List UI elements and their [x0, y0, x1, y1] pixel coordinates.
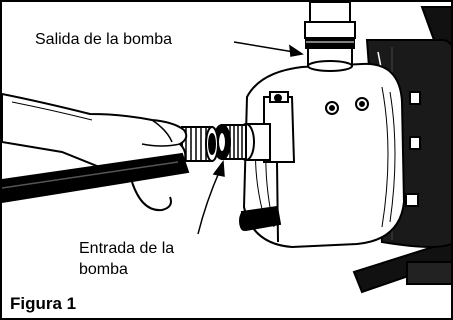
outlet-arrowhead — [289, 44, 304, 57]
inlet-leader-line — [197, 169, 221, 235]
hand — [2, 92, 188, 212]
pump-inlet-fitting — [213, 123, 271, 161]
inlet-arrowhead — [212, 159, 225, 177]
figure-caption: Figura 1 — [10, 294, 77, 313]
pump-outlet-pipe — [304, 2, 356, 72]
outlet-label: Salida de la bomba — [32, 30, 175, 50]
hose-coupling-nut — [181, 126, 219, 162]
suction-hose — [2, 152, 190, 204]
pump-body — [242, 62, 421, 249]
drain-plug — [239, 205, 282, 232]
leader-arrows — [197, 41, 304, 235]
outlet-leader-line — [233, 41, 295, 53]
inlet-label-line-2: bomba — [79, 261, 128, 278]
inlet-label-line-1: Entrada de la — [79, 240, 175, 257]
inlet-label: Entrada de la bomba — [79, 238, 174, 280]
